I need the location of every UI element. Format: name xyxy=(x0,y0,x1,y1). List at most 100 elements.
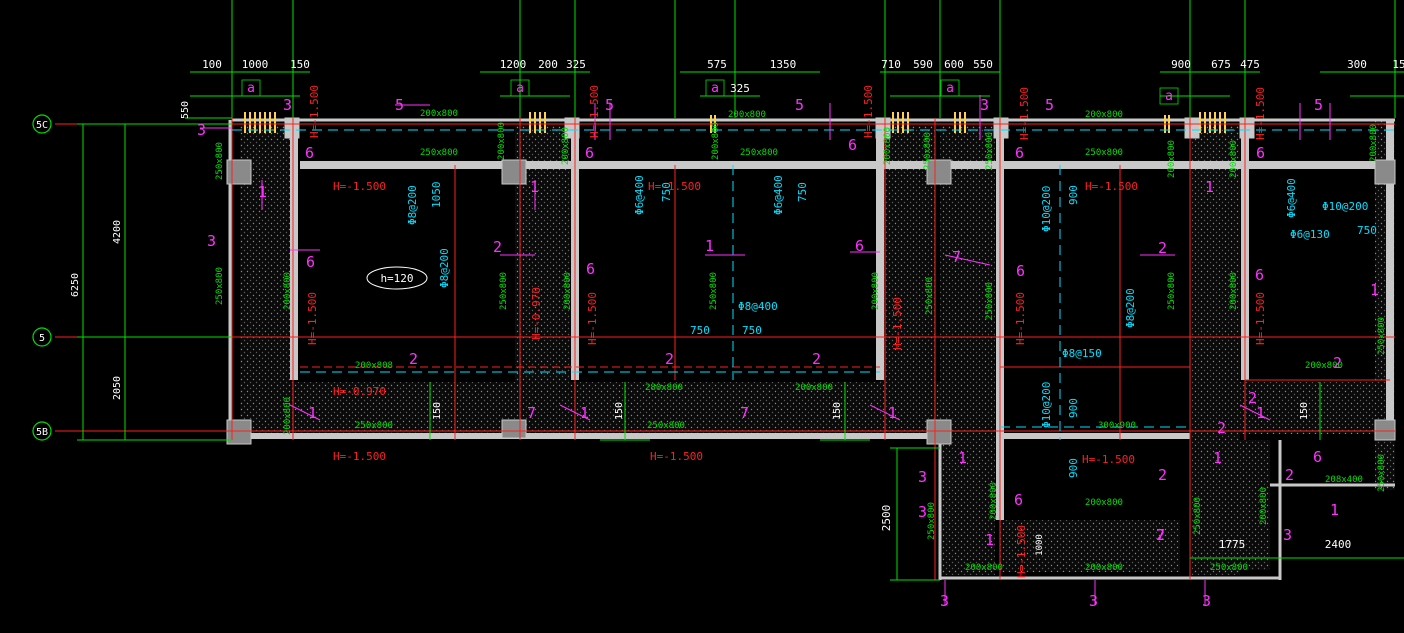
elevation-label: H=-1.500 xyxy=(650,450,703,463)
callout-number: 2 xyxy=(1158,466,1167,484)
elevation-label: H=-0.970 xyxy=(530,287,543,340)
axis-label-5B: 5B xyxy=(36,427,48,438)
beam-label: 250x800 xyxy=(215,142,225,180)
rebar-label: Φ10@200 xyxy=(1040,382,1053,428)
dim-text: 550 xyxy=(180,101,191,119)
beam-label: 200x800 xyxy=(1229,272,1239,310)
callout-number: 2 xyxy=(1156,526,1165,544)
callout-number: 1 xyxy=(1205,178,1214,196)
beam-label: 200x800 xyxy=(1229,140,1239,178)
callout-number: 6 xyxy=(1313,448,1322,466)
section-mark: a xyxy=(516,81,524,96)
beam-label: 250x800 xyxy=(1085,148,1123,158)
rebar-label: Φ6@400 xyxy=(1285,178,1298,218)
callout-number: 1 xyxy=(308,404,317,422)
callout-number: 6 xyxy=(586,260,595,278)
rebar-label: Φ8@200 xyxy=(1124,288,1137,328)
top-dimension-text: 100 1000 150 1200 200 325 575 1350 710 5… xyxy=(202,58,1404,95)
elevation-label: H=-1.500 xyxy=(1254,292,1267,345)
axis-5B: 5B xyxy=(32,421,52,441)
dim-text: 750 xyxy=(690,324,710,337)
beam-label: 200x800 xyxy=(283,397,293,435)
magenta-leaders xyxy=(200,95,1331,605)
beam-label: 200x800 xyxy=(965,563,1003,573)
green-lines xyxy=(77,0,1404,581)
dim-text: 2050 xyxy=(112,376,123,400)
dim-text: 4200 xyxy=(112,220,123,244)
elevation-label: H=-1.500 xyxy=(1082,453,1135,466)
callout-number: 1 xyxy=(1256,404,1265,422)
beam-label: 200x800 xyxy=(1167,140,1177,178)
callout-number: 7 xyxy=(740,404,749,422)
dim-text: 675 xyxy=(1211,58,1231,71)
dim-text: 1000 xyxy=(242,58,269,71)
dim-text: 750 xyxy=(742,324,762,337)
callout-number: 2 xyxy=(1285,466,1294,484)
red-grid-lines xyxy=(55,118,1395,580)
beam-label: 200x800 xyxy=(728,110,766,120)
callout-number: 3 xyxy=(918,468,927,486)
beam-label: 200x800 xyxy=(711,122,721,160)
rebar-label: Φ8@400 xyxy=(738,300,778,313)
rebar-label: Φ8@200 xyxy=(406,185,419,225)
callout-number: 6 xyxy=(1014,491,1023,509)
elevation-label: H=-0.970 xyxy=(333,385,386,398)
axis-5C: 5C xyxy=(32,114,52,134)
section-mark: a xyxy=(946,81,954,96)
beam-label: 250x800 xyxy=(355,421,393,431)
callout-number: 1 xyxy=(1213,449,1222,467)
beam-label: 250x800 xyxy=(1210,563,1248,573)
beam-label: 250x800 xyxy=(1167,272,1177,310)
dim-text: 150 xyxy=(614,402,625,420)
callout-number: 3 xyxy=(1089,592,1098,610)
dim-text: 2400 xyxy=(1325,538,1352,551)
callout-number: 2 xyxy=(493,238,502,256)
elevation-label: H=-1.500 xyxy=(1085,180,1138,193)
elevation-label: H=-1.500 xyxy=(333,450,386,463)
beam-label: 200x800 xyxy=(871,272,881,310)
small-green-dims: 150 150 150 150 xyxy=(432,402,1310,420)
dim-text: 100 xyxy=(202,58,222,71)
callout-number: 6 xyxy=(1016,262,1025,280)
callout-number: 7 xyxy=(1156,526,1165,544)
elevation-label: H=-1.500 xyxy=(1015,525,1028,578)
elevation-label: H=-1.500 xyxy=(648,180,701,193)
callout-number: 3 xyxy=(197,121,206,139)
dim-text: 6250 xyxy=(70,273,81,297)
callout-number: 1 xyxy=(705,237,714,255)
beam-label: 200x800 xyxy=(1085,498,1123,508)
callout-number: 7 xyxy=(527,404,536,422)
bottom-dimension-text: 2500 1775 2400 1000 xyxy=(880,505,1351,556)
beam-label: 250x800 xyxy=(420,148,458,158)
elevation-labels: H=-1.500 H=-1.500 H=-1.500 H=-1.500 H=-1… xyxy=(306,85,1267,578)
callout-number: 7 xyxy=(952,248,961,266)
axis-label-5C: 5C xyxy=(36,120,48,131)
callout-number: 6 xyxy=(306,253,315,271)
callout-number: 2 xyxy=(1158,239,1167,257)
dim-text: 150 xyxy=(432,402,443,420)
callout-number: 5 xyxy=(1314,96,1323,114)
callout-number: 2 xyxy=(665,350,674,368)
elevation-label: H=-1.500 xyxy=(1018,87,1031,140)
beam-label: 250x800 xyxy=(740,148,778,158)
callout-number: 6 xyxy=(585,144,594,162)
dim-text: 1350 xyxy=(770,58,797,71)
dim-text: 750 xyxy=(796,182,809,202)
elevation-label: H=-1.500 xyxy=(308,85,321,138)
beam-label: 200x800 xyxy=(1259,487,1269,525)
dim-text: 600 xyxy=(944,58,964,71)
beam-label: 250x800 xyxy=(215,267,225,305)
beam-label: 200x800 xyxy=(1085,110,1123,120)
callout-number: 6 xyxy=(305,144,314,162)
rebar-label: Φ10@200 xyxy=(1040,186,1053,232)
beam-label: 250x800 xyxy=(985,132,995,170)
dim-text: 750 xyxy=(1357,224,1377,237)
beam-label: 200x800 xyxy=(1369,124,1379,162)
beam-label: 280x800 xyxy=(645,383,683,393)
section-mark: a xyxy=(1165,89,1173,104)
callout-number: 3 xyxy=(918,503,927,521)
callout-number: 2 xyxy=(1248,389,1257,407)
beam-label: 250x800 xyxy=(927,502,937,540)
dim-text: 300 xyxy=(1347,58,1367,71)
dim-text: 900 xyxy=(1067,185,1080,205)
